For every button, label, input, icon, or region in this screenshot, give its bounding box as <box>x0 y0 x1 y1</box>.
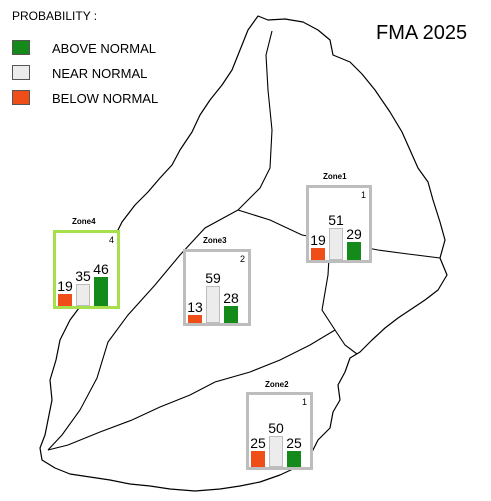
zone2-value-below: 25 <box>250 435 266 451</box>
zone2-value-near: 50 <box>268 420 284 436</box>
zone2-bar-near <box>269 436 283 467</box>
zone1-value-below: 19 <box>310 232 326 248</box>
legend-label-above: ABOVE NORMAL <box>52 41 157 56</box>
zone2-bar-below <box>251 451 265 467</box>
zone3-bar-below <box>188 315 202 323</box>
zone4-bar-below <box>58 294 72 306</box>
zone4-label: Zone4 <box>72 217 96 226</box>
legend-label-below: BELOW NORMAL <box>52 91 159 106</box>
zone3-bar-near <box>206 286 220 323</box>
zone3-value-above: 28 <box>223 290 239 306</box>
zone2-bar-above <box>287 451 301 467</box>
forecast-period: FMA 2025 <box>376 22 468 44</box>
legend-swatch-above <box>12 40 30 55</box>
legend-label-near: NEAR NORMAL <box>52 66 148 81</box>
zone1-bar-above <box>347 242 361 260</box>
legend-swatch-below <box>12 90 30 105</box>
zone3-value-near: 59 <box>205 270 221 286</box>
zone4-bar-above <box>94 277 108 306</box>
zone1-value-above: 29 <box>346 226 362 242</box>
zone4-value-below: 19 <box>57 278 73 294</box>
zone4-bar-near <box>76 284 90 306</box>
zone4-value-above: 46 <box>93 261 109 277</box>
legend-swatch-near <box>12 65 30 80</box>
zone1-bar-below <box>311 248 325 260</box>
zone3-label: Zone3 <box>203 236 227 245</box>
zone2-label: Zone2 <box>265 380 289 389</box>
zone3-value-below: 13 <box>187 299 203 315</box>
zone1-id: 1 <box>360 190 366 200</box>
zone4-value-near: 35 <box>75 268 91 284</box>
zone-boundaries <box>47 30 441 451</box>
zone2-value-above: 25 <box>286 435 302 451</box>
zone3-id: 2 <box>239 254 245 264</box>
zone2-id: 1 <box>301 397 307 407</box>
zone1-value-near: 51 <box>328 212 344 228</box>
legend-title: PROBABILITY : <box>12 9 98 23</box>
zone1-label: Zone1 <box>323 172 347 181</box>
zone1-bar-near <box>329 228 343 260</box>
zone4-id: 4 <box>108 235 114 245</box>
zone3-bar-above <box>224 306 238 323</box>
